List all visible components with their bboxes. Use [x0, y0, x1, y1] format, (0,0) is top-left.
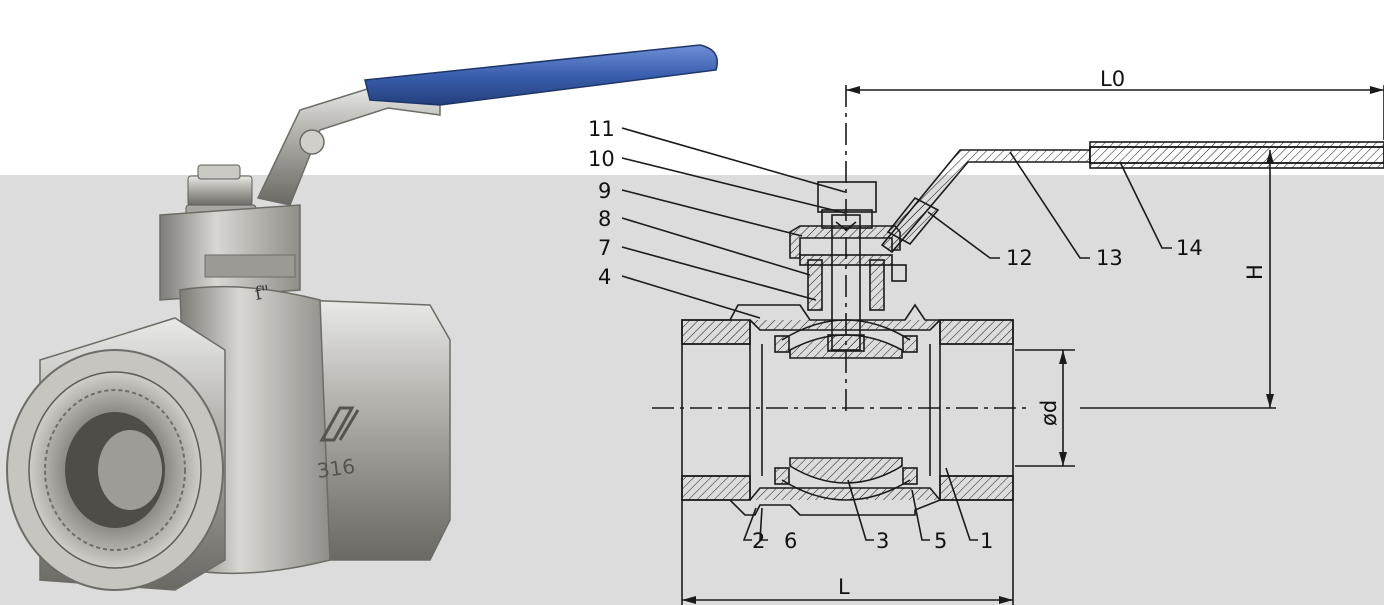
part-label-12: 12	[1006, 246, 1033, 270]
part-label-3: 3	[876, 529, 889, 553]
seat-right	[902, 335, 918, 353]
seat-left	[774, 335, 790, 353]
valve-body-section	[681, 303, 1014, 516]
part-leaders	[621, 127, 1172, 541]
part-label-4: 4	[598, 265, 611, 289]
part-label-5: 5	[934, 529, 947, 553]
brand-logo-icon	[319, 406, 360, 442]
part-label-9: 9	[598, 179, 611, 203]
ball-valve-photo: f" 316	[6, 44, 718, 591]
dimension-label-od: ød	[1037, 400, 1061, 426]
part-label-8: 8	[598, 207, 611, 231]
size-marking: f"	[253, 282, 271, 305]
handle-grip	[364, 44, 718, 106]
material-marking: 316	[315, 454, 356, 483]
stem-nut-section	[817, 181, 877, 213]
dimension-label-l: L	[838, 575, 850, 599]
part-label-7: 7	[598, 236, 611, 260]
part-label-1: 1	[980, 529, 993, 553]
dimension-label-l0: L0	[1100, 67, 1125, 91]
part-label-13: 13	[1096, 246, 1123, 270]
part-label-10: 10	[588, 147, 615, 171]
dimension-label-h: H	[1243, 264, 1267, 280]
part-label-11: 11	[588, 117, 615, 141]
handle-lever	[256, 44, 718, 206]
part-label-6: 6	[784, 529, 797, 553]
part-label-14: 14	[1176, 236, 1203, 260]
part-label-2: 2	[752, 529, 765, 553]
